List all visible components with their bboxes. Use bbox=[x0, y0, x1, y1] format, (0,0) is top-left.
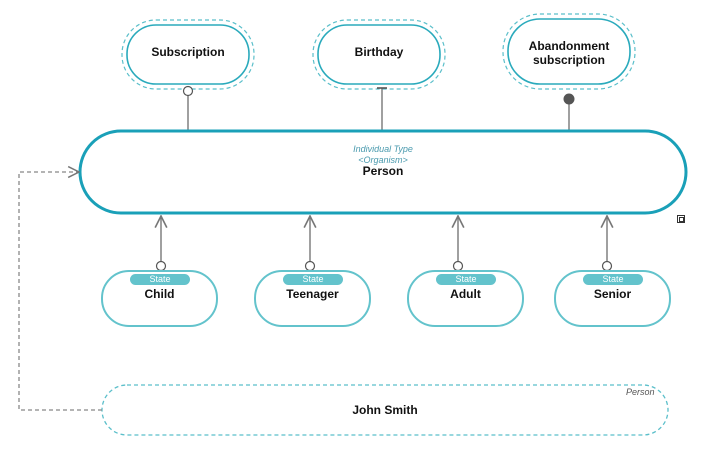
state-senior-label: Senior bbox=[593, 287, 632, 301]
state-senior-tag: State bbox=[583, 274, 643, 285]
connector-senior-person bbox=[603, 216, 612, 272]
event-abandonment-label-line2: subscription bbox=[532, 53, 605, 67]
event-birthday[interactable] bbox=[312, 19, 446, 90]
connector-person-birthday bbox=[377, 87, 387, 131]
person-name-label: Person bbox=[362, 164, 404, 178]
connector-child-person bbox=[157, 216, 166, 272]
state-child-tag: State bbox=[130, 274, 190, 285]
state-child-label: Child bbox=[144, 287, 175, 301]
resize-handle-icon[interactable] bbox=[677, 215, 685, 223]
instance-name-label: John Smith bbox=[352, 403, 418, 417]
person-stereotype-label: <Organism> bbox=[358, 155, 408, 165]
state-adult-tag: State bbox=[436, 274, 496, 285]
connector-teenager-person bbox=[306, 216, 315, 272]
event-abandonment-label-line1: Abandonment bbox=[528, 39, 610, 53]
state-teenager-shape[interactable] bbox=[254, 270, 371, 327]
event-abandonment-subscription[interactable] bbox=[502, 13, 636, 90]
state-teenager-tag: State bbox=[283, 274, 343, 285]
event-birthday-label: Birthday bbox=[354, 45, 404, 59]
person-type-label: Individual Type bbox=[353, 144, 413, 154]
state-child-shape[interactable] bbox=[101, 270, 218, 327]
state-teenager-label: Teenager bbox=[286, 287, 339, 301]
connector-adult-person bbox=[454, 216, 463, 272]
connector-person-subscription bbox=[182, 85, 194, 131]
instance-type-label: Person bbox=[626, 387, 655, 397]
connector-person-abandonment bbox=[563, 93, 575, 131]
state-adult-label: Adult bbox=[450, 287, 481, 301]
connector-instance-person bbox=[18, 172, 102, 411]
event-subscription-label: Subscription bbox=[151, 45, 225, 59]
state-adult-shape[interactable] bbox=[407, 270, 524, 327]
state-senior-shape[interactable] bbox=[554, 270, 671, 327]
